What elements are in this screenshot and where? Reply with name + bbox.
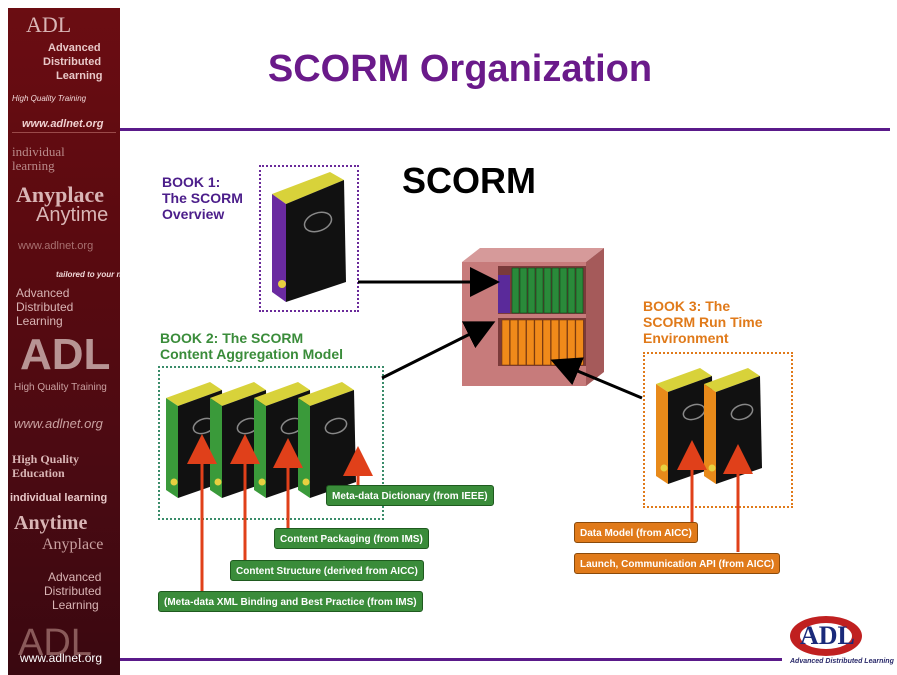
book2-caption: BOOK 2: The SCORM Content Aggregation Mo… bbox=[160, 330, 343, 362]
shelf-book bbox=[550, 319, 560, 366]
adl-logo-text: Advanced Distributed Learning bbox=[790, 658, 894, 665]
sidebar-learning-3: Learning bbox=[16, 314, 63, 328]
orange-book-icon bbox=[704, 368, 762, 484]
shelf-book bbox=[559, 319, 568, 366]
shelf-book bbox=[527, 267, 536, 314]
book3-line-1: BOOK 3: The bbox=[643, 298, 731, 314]
sidebar-hq-2: Education bbox=[12, 466, 65, 480]
shelf-book bbox=[559, 267, 568, 314]
shelf-book bbox=[534, 319, 543, 366]
sidebar-hq-1: High Quality bbox=[12, 452, 80, 466]
sidebar-distributed-2: Distributed bbox=[16, 300, 74, 314]
shelf-book bbox=[542, 319, 551, 366]
book2-line-2: Content Aggregation Model bbox=[160, 346, 344, 362]
sidebar-url-1: www.adlnet.org bbox=[22, 118, 104, 130]
book1-icon bbox=[272, 172, 346, 302]
label-data-model: Data Model (from AICC) bbox=[574, 522, 698, 543]
book3-caption: BOOK 3: The SCORM Run Time Environment bbox=[643, 298, 763, 346]
sidebar-adl-big: ADL bbox=[20, 330, 111, 379]
sidebar-url-2: www.adlnet.org bbox=[18, 240, 94, 252]
sidebar-anytime: Anytime bbox=[36, 204, 109, 226]
shelf-book bbox=[567, 319, 576, 366]
book2-icons bbox=[166, 382, 356, 498]
sidebar-individual: individual bbox=[12, 144, 65, 159]
shelf-book bbox=[509, 319, 519, 366]
shelf-book bbox=[535, 267, 544, 314]
sidebar-learning: Learning bbox=[56, 70, 103, 82]
shelf-book bbox=[501, 319, 510, 366]
book3-line-3: Environment bbox=[643, 330, 729, 346]
sidebar-learning-4: Learning bbox=[52, 598, 99, 612]
sidebar-distributed: Distributed bbox=[43, 56, 102, 68]
bottom-rule bbox=[120, 658, 782, 661]
page-title: SCORM Organization bbox=[267, 48, 653, 90]
book3-box bbox=[643, 352, 793, 508]
book2-line-1: BOOK 2: The SCORM bbox=[160, 330, 304, 346]
book1-line-2: The SCORM bbox=[162, 190, 243, 206]
label-content-structure: Content Structure (derived from AICC) bbox=[230, 560, 424, 581]
label-metadata-xml: (Meta-data XML Binding and Best Practice… bbox=[158, 591, 423, 612]
sidebar-distributed-3: Distributed bbox=[44, 584, 102, 598]
sidebar-anyplace-2: Anyplace bbox=[42, 536, 104, 553]
footer-url[interactable]: www.adlnet.org bbox=[20, 651, 103, 665]
sidebar-adl-bottom: ADL bbox=[18, 622, 92, 664]
shelf-book bbox=[511, 267, 520, 314]
book1-line-3: Overview bbox=[162, 206, 225, 222]
shelf-book bbox=[518, 319, 527, 366]
sidebar-divider bbox=[12, 132, 116, 133]
sidebar-advanced-2: Advanced bbox=[16, 286, 70, 300]
book1-box bbox=[259, 165, 359, 312]
sidebar-hq-training-small: High Quality Training bbox=[12, 94, 87, 103]
shelf-book bbox=[543, 267, 552, 314]
sidebar-individual-learning: individual learning bbox=[10, 492, 108, 504]
sidebar-tailored: tailored to your needs bbox=[56, 270, 120, 279]
label-metadata-dictionary: Meta-data Dictionary (from IEEE) bbox=[326, 485, 494, 506]
book3-icons bbox=[656, 368, 762, 484]
green-book-icon bbox=[298, 382, 356, 498]
sidebar-advanced: Advanced bbox=[48, 42, 101, 54]
shelf-book bbox=[526, 319, 535, 366]
title-rule bbox=[120, 128, 890, 131]
shelf-book bbox=[567, 267, 576, 314]
adl-logo: ADL bbox=[790, 616, 862, 656]
svg-text:ADL: ADL bbox=[800, 621, 855, 650]
shelf-book bbox=[551, 267, 560, 314]
sidebar-learning-2: learning bbox=[12, 158, 55, 173]
scorm-label: SCORM bbox=[402, 160, 536, 201]
arrow-book3-to-shelf bbox=[550, 357, 643, 400]
sidebar-adl-top: ADL bbox=[26, 12, 72, 37]
book1-caption: BOOK 1: The SCORM Overview bbox=[162, 174, 243, 222]
label-launch-api: Launch, Communication API (from AICC) bbox=[574, 553, 781, 574]
book3-line-2: SCORM Run Time bbox=[643, 314, 763, 330]
sidebar-anytime-2: Anytime bbox=[14, 512, 88, 534]
shelf-book bbox=[519, 267, 528, 314]
shelf-book bbox=[575, 267, 584, 314]
label-content-packaging: Content Packaging (from IMS) bbox=[274, 528, 429, 549]
shelf-green-books bbox=[511, 267, 584, 314]
sidebar-url-3: www.adlnet.org bbox=[14, 416, 103, 431]
sidebar: ADL Advanced Distributed Learning High Q… bbox=[8, 8, 120, 675]
sidebar-anyplace: Anyplace bbox=[16, 182, 104, 207]
shelf-book bbox=[575, 319, 584, 366]
book1-line-1: BOOK 1: bbox=[162, 174, 221, 190]
arrow-book2-to-shelf bbox=[381, 321, 496, 380]
sidebar-advanced-3: Advanced bbox=[48, 570, 102, 584]
sidebar-hq-training: High Quality Training bbox=[14, 382, 107, 393]
book2-box bbox=[158, 366, 384, 520]
